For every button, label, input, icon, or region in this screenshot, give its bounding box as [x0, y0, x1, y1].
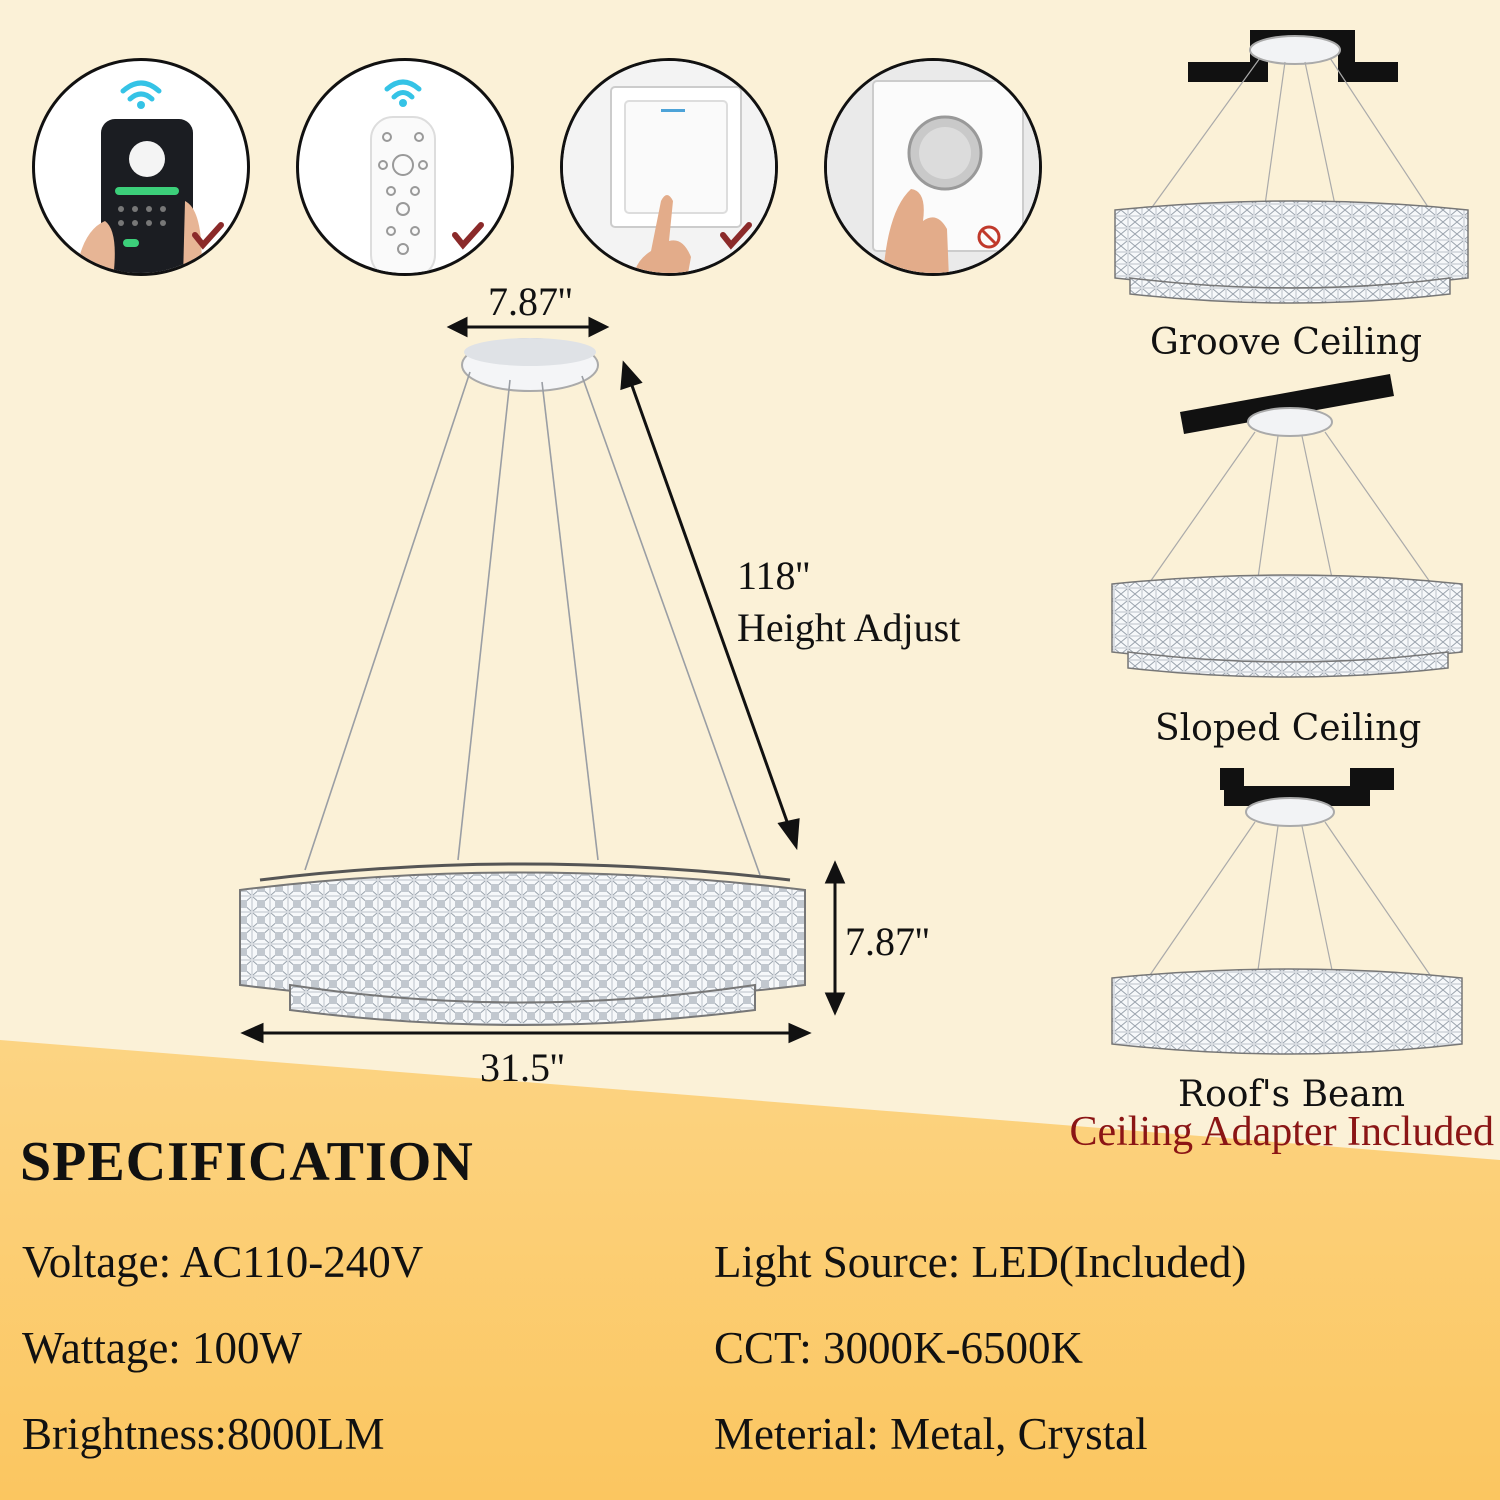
check-mark-icon: [720, 222, 752, 250]
canopy-width-label: 7.87'': [488, 279, 573, 324]
remote-control-icon: [370, 79, 436, 273]
spec-cct: CCT: 3000K-6500K: [714, 1323, 1084, 1373]
check-mark-icon: [192, 222, 224, 250]
control-option-switch: [560, 58, 778, 276]
chandelier-illustration: [239, 316, 846, 1044]
ceiling-adapter-note: Ceiling Adapter Included: [1069, 1109, 1494, 1155]
control-option-app: [32, 58, 250, 276]
prohibited-icon: [977, 225, 1001, 249]
height-adjust-label: Height Adjust: [737, 605, 961, 650]
specification-title: SPECIFICATION: [20, 1131, 474, 1193]
control-option-dimmer: [824, 58, 1042, 276]
sloped-ceiling-label: Sloped Ceiling: [1155, 708, 1422, 749]
spec-voltage: Voltage: AC110-240V: [22, 1237, 424, 1287]
spec-wattage: Wattage: 100W: [22, 1323, 303, 1373]
spec-material: Meterial: Metal, Crystal: [714, 1409, 1148, 1459]
roofs-beam-label: Roof's Beam: [1178, 1074, 1405, 1115]
smartphone-app-icon: [75, 80, 202, 273]
spec-brightness: Brightness:8000LM: [22, 1409, 385, 1459]
check-mark-icon: [452, 222, 484, 250]
control-option-remote: [296, 58, 514, 276]
wall-switch-icon: [563, 61, 775, 273]
height-value-label: 118'': [737, 553, 810, 598]
ceiling-types-illustration: [1111, 30, 1469, 1055]
ring-diameter-label: 31.5'': [480, 1045, 565, 1090]
spec-light-source: Light Source: LED(Included): [714, 1237, 1247, 1287]
ring-height-label: 7.87'': [845, 919, 930, 964]
groove-ceiling-label: Groove Ceiling: [1150, 322, 1423, 363]
dimmer-knob-icon: [827, 61, 1039, 273]
